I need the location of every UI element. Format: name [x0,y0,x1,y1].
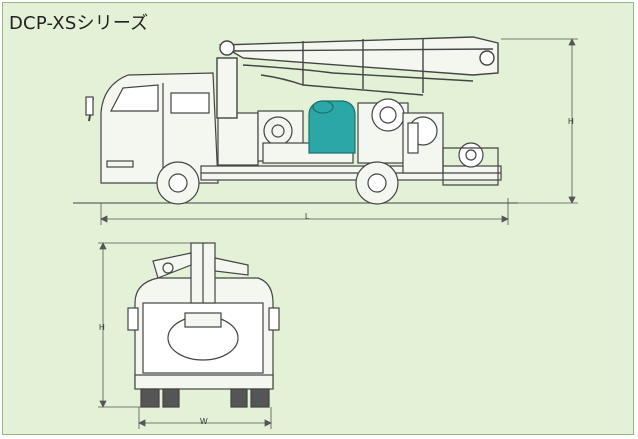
width-dimension-line [138,407,272,429]
rear-boom-mast [152,242,249,304]
length-label: L [305,212,310,221]
rear-bumper [134,374,274,390]
rear-wheels [140,388,270,408]
concrete-pump [308,100,356,154]
rear-view [98,242,280,429]
front-height-dimension-line [98,242,208,408]
width-label: W [200,417,208,426]
side-height-dimension-line [501,38,578,204]
truck-technical-drawing [73,36,578,429]
equipment-body [217,98,499,186]
length-dimension-line [100,198,509,225]
side-wheels [156,161,399,205]
boom-arm [216,36,499,119]
side-view [73,36,578,225]
spec-panel: DCP-XSシリーズ [2,2,634,435]
front-height-label: H [99,323,105,332]
truck-cab [85,72,219,184]
side-height-label: H [568,117,574,126]
page-title: DCP-XSシリーズ [9,13,149,34]
